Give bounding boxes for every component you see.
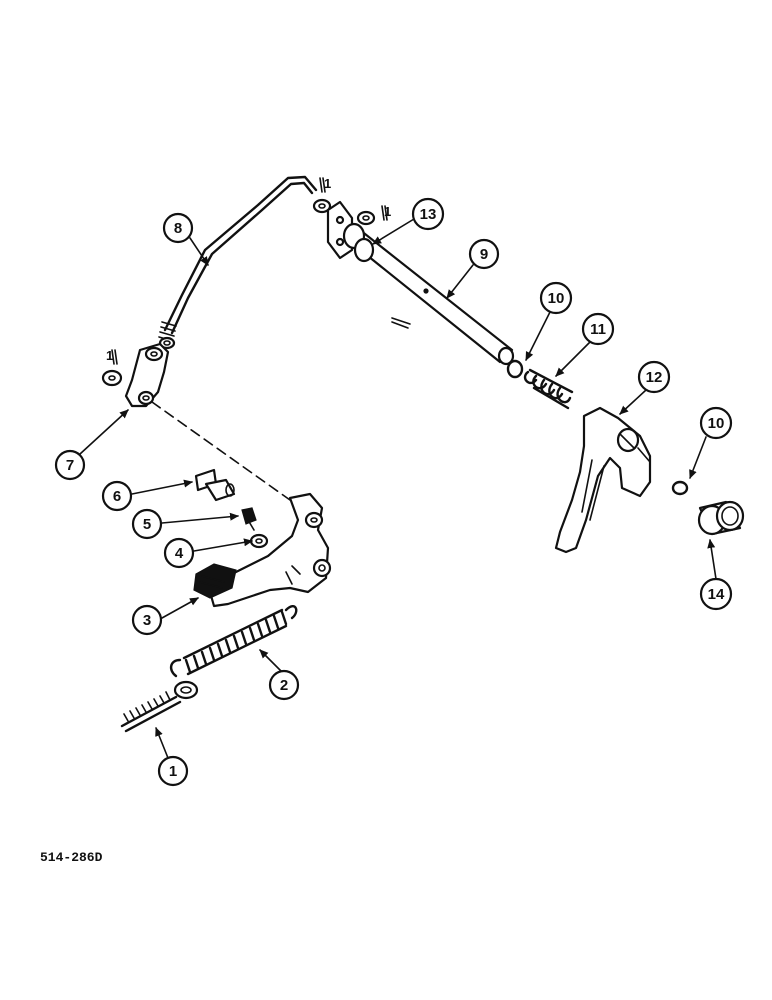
leader-lines bbox=[79, 218, 717, 759]
callout-9-label: 9 bbox=[480, 246, 488, 263]
cotter-pin-plate bbox=[381, 205, 388, 221]
callout-11: 11 bbox=[581, 312, 615, 346]
part-6-bolt bbox=[194, 468, 236, 502]
callout-4-label: 4 bbox=[175, 545, 184, 562]
callout-13: 13 bbox=[411, 197, 445, 231]
callout-14-label: 14 bbox=[708, 586, 725, 603]
part-8-control-rod bbox=[158, 175, 318, 342]
part-2-tension-spring bbox=[169, 605, 298, 678]
part-4-nut bbox=[249, 533, 269, 549]
part-10-snap-ring-b bbox=[671, 480, 689, 496]
callout-6: 6 bbox=[101, 480, 133, 512]
callout-8: 8 bbox=[162, 212, 194, 244]
washer-bracket bbox=[101, 369, 123, 387]
part-10-snap-ring-a bbox=[506, 359, 524, 379]
callout-13-label: 13 bbox=[420, 206, 437, 223]
washer-rod-top bbox=[312, 198, 332, 214]
pin-label-plate: 1 bbox=[384, 204, 391, 219]
callout-10-lower: 10 bbox=[699, 406, 733, 440]
callout-5: 5 bbox=[131, 508, 163, 540]
part-14-bushing bbox=[697, 500, 745, 536]
cotter-pin-rod-top bbox=[319, 177, 326, 193]
callout-3-label: 3 bbox=[143, 612, 151, 629]
cotter-pin-bracket bbox=[111, 349, 118, 365]
washer-plate bbox=[356, 210, 376, 226]
part-7-pivot-bracket bbox=[124, 342, 170, 408]
part-11-compression-spring bbox=[523, 368, 574, 410]
callout-12: 12 bbox=[637, 360, 671, 394]
pin-label-bracket: 1 bbox=[106, 348, 113, 363]
pin-label-rod-top: 1 bbox=[324, 176, 331, 191]
callout-5-label: 5 bbox=[143, 516, 151, 533]
callout-6-label: 6 bbox=[113, 488, 121, 505]
callout-12-label: 12 bbox=[646, 369, 663, 386]
callout-8-label: 8 bbox=[174, 220, 182, 237]
part-3-pedal-lever bbox=[193, 492, 332, 608]
callout-9: 9 bbox=[468, 238, 500, 270]
alignment-dashed-line bbox=[151, 401, 291, 501]
callout-10-upper: 10 bbox=[539, 281, 573, 315]
part-9-shaft bbox=[342, 222, 515, 366]
callout-4: 4 bbox=[163, 537, 195, 569]
callout-11-label: 11 bbox=[590, 321, 606, 338]
reference-code: 514-286D bbox=[40, 850, 103, 865]
callout-2: 2 bbox=[268, 669, 300, 701]
roll-pin bbox=[391, 317, 411, 329]
nut-rod-bottom bbox=[158, 336, 176, 350]
callout-7: 7 bbox=[54, 449, 86, 481]
callout-1-label: 1 bbox=[169, 763, 177, 780]
callout-1: 1 bbox=[157, 755, 189, 787]
part-12-shift-fork bbox=[554, 406, 652, 554]
callout-7-label: 7 bbox=[66, 457, 74, 474]
callout-2-label: 2 bbox=[280, 677, 288, 694]
callout-14: 14 bbox=[699, 577, 733, 611]
callout-10-lower-label: 10 bbox=[708, 415, 725, 432]
callout-10-upper-label: 10 bbox=[548, 290, 565, 307]
callout-3: 3 bbox=[131, 604, 163, 636]
part-1-eye-bolt bbox=[120, 680, 199, 733]
part-5-set-screw bbox=[241, 507, 257, 531]
